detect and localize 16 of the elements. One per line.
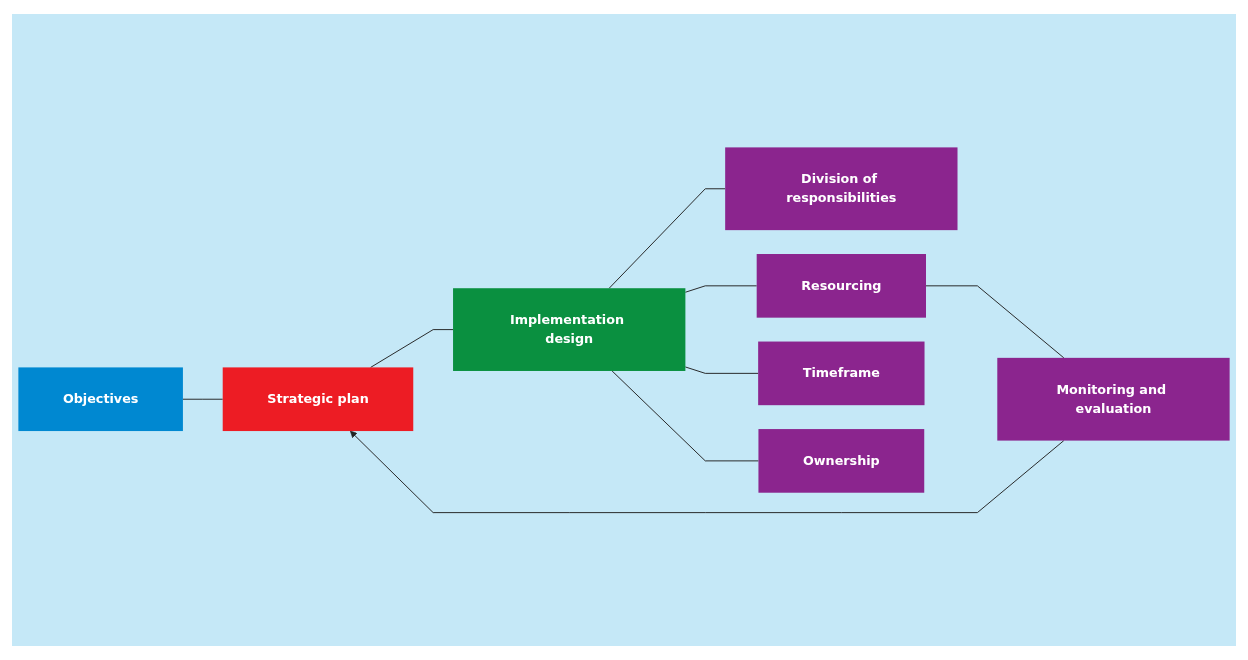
node-box (997, 357, 1230, 441)
node-box (756, 254, 926, 318)
connector (370, 329, 454, 368)
connector (684, 366, 759, 374)
connector (182, 398, 224, 400)
connector (611, 370, 759, 462)
node-box (758, 429, 925, 493)
connector (608, 188, 726, 289)
connector (684, 285, 758, 293)
node-box (758, 341, 925, 406)
node-box (453, 288, 686, 371)
diagram-background: Objectives Strategic plan Implementation design Division of responsibilities Resourcing Timeframe Ownership Monitoring and evaluation (12, 14, 1236, 646)
node-box (18, 367, 183, 432)
node-box (222, 367, 414, 432)
node-box (725, 147, 958, 231)
connector (925, 285, 1065, 359)
